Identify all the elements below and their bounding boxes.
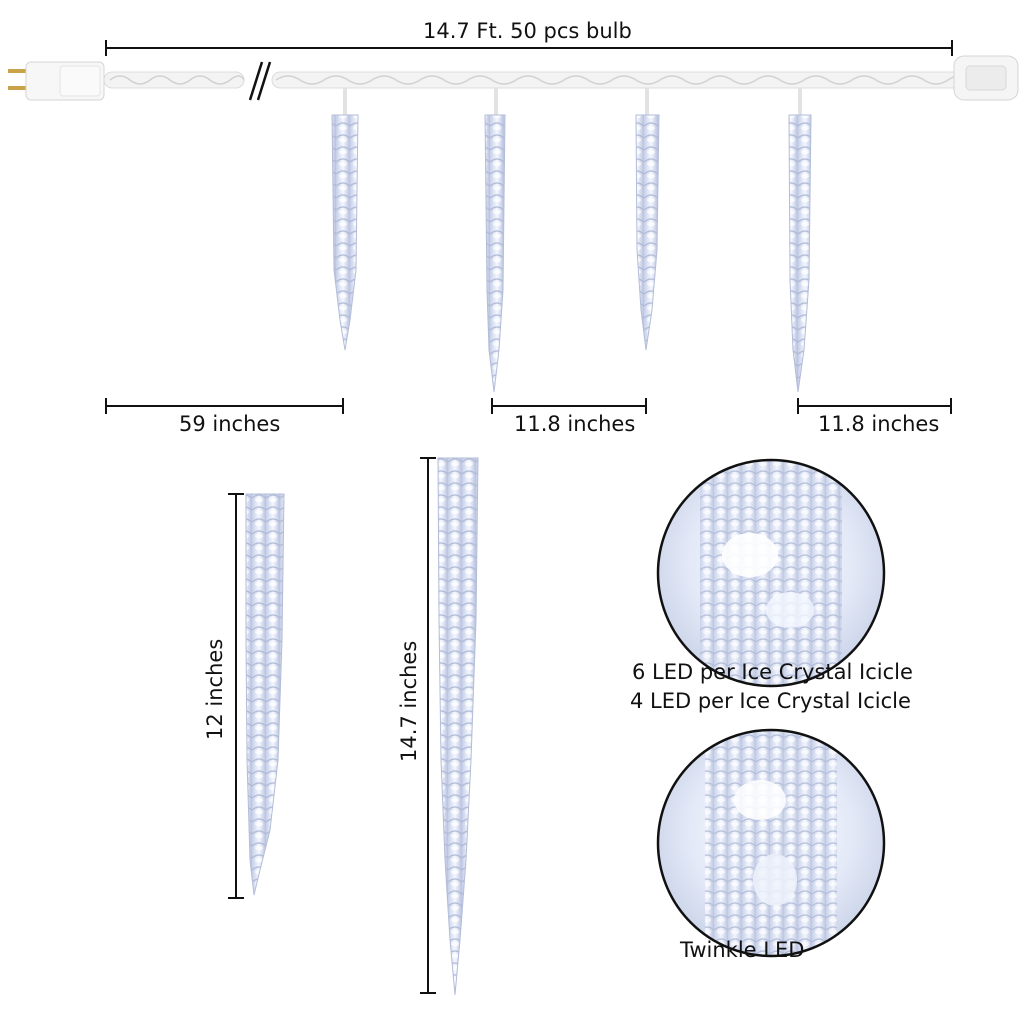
hanging-icicle-2 [484,88,506,393]
total-length-label: 14.7 Ft. 50 pcs bulb [423,19,632,43]
led-caption-line2: 4 LED per Ice Crystal Icicle [630,689,911,713]
break-mark [248,61,272,101]
spacing-dimensions [105,398,952,414]
cable [103,71,965,89]
led-caption-line1: 6 LED per Ice Crystal Icicle [632,660,913,684]
long-icicle [420,457,479,996]
hanging-icicle-4 [788,88,812,393]
twinkle-caption: Twinkle LED [680,938,805,962]
first-spacing-label: 59 inches [179,412,281,436]
short-icicle-height-label: 12 inches [203,638,227,740]
twinkle-closeup-circle [656,728,886,958]
plug [8,61,105,101]
hanging-icicle-1 [331,88,359,351]
total-length-dimension [105,40,953,56]
long-icicle-height-label: 14.7 inches [397,640,421,762]
hanging-icicle-3 [635,88,660,351]
led-closeup-circle [656,458,886,688]
spacing-label-b: 11.8 inches [818,412,940,436]
spacing-label-a: 11.8 inches [514,412,636,436]
short-icicle [228,493,285,899]
